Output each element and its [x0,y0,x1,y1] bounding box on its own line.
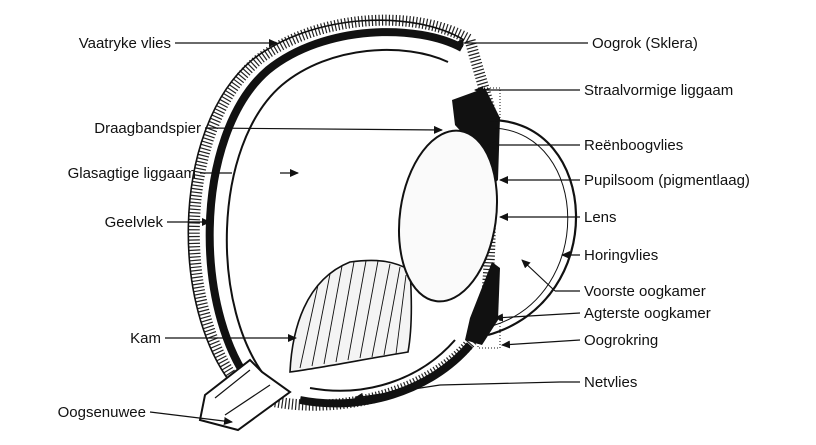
label-lens: Lens [584,209,617,226]
label-reenboogvlies: Reënboogvlies [584,137,683,154]
labels-right: Oogrok (Sklera) Straalvormige liggaam Re… [584,35,750,391]
label-agterste-oogkamer: Agterste oogkamer [584,305,711,322]
label-oogrokring: Oogrokring [584,332,658,349]
eyeball [188,20,576,430]
pecten [290,260,411,372]
label-vaatryke-vlies: Vaatryke vlies [79,35,171,52]
label-kam: Kam [130,330,161,347]
label-voorste-oogkamer: Voorste oogkamer [584,283,706,300]
labels-left: Vaatryke vlies Draagbandspier Glasagtige… [58,35,201,421]
label-geelvlek: Geelvlek [105,214,164,231]
label-oogrok: Oogrok (Sklera) [592,35,698,52]
label-glasagtige-liggaam: Glasagtige liggaam [68,165,196,182]
label-netvlies: Netvlies [584,374,637,391]
label-oogsenuwee: Oogsenuwee [58,404,146,421]
label-straalvormige-liggaam: Straalvormige liggaam [584,82,733,99]
label-draagbandspier: Draagbandspier [94,120,201,137]
cornea [488,120,576,335]
leader-lines [150,43,588,422]
label-horingvlies: Horingvlies [584,247,658,264]
label-pupilsoom: Pupilsoom (pigmentlaag) [584,172,750,189]
